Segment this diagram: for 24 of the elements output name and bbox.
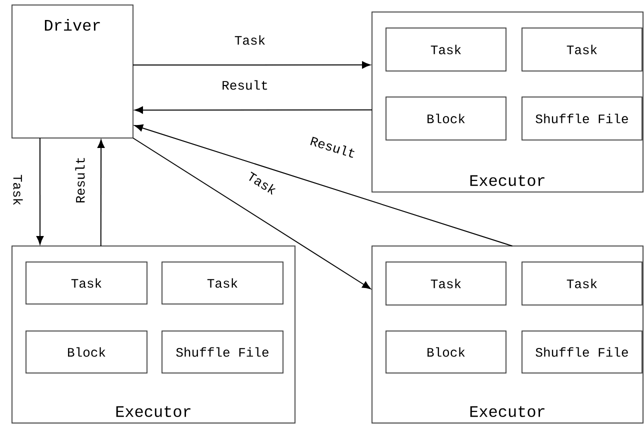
arrow: [134, 106, 372, 114]
edge-label: Result: [220, 78, 270, 92]
block-box: Task: [522, 262, 642, 306]
block-box: Block: [386, 96, 506, 140]
edge-label: Result: [306, 133, 360, 161]
driver-box: Driver: [12, 4, 134, 138]
arrow: [134, 124, 513, 246]
block-box: Shuffle File: [522, 96, 642, 140]
block-box: Task: [386, 262, 506, 306]
block-box: Task: [26, 262, 148, 304]
edge-label: Task: [232, 33, 268, 47]
arrow: [132, 61, 371, 69]
block-box: Block: [26, 330, 148, 374]
edge-label: Result: [73, 154, 87, 206]
arrow: [36, 138, 44, 245]
block-box: Task: [386, 28, 506, 72]
block-box: Block: [386, 330, 506, 374]
block-box: Shuffle File: [162, 330, 284, 374]
arrow: [132, 138, 371, 290]
block-box: Shuffle File: [522, 330, 642, 374]
edge-label: Task: [11, 172, 25, 208]
block-box: Task: [162, 262, 284, 304]
block-box: Task: [522, 28, 642, 72]
arrow: [97, 139, 105, 246]
